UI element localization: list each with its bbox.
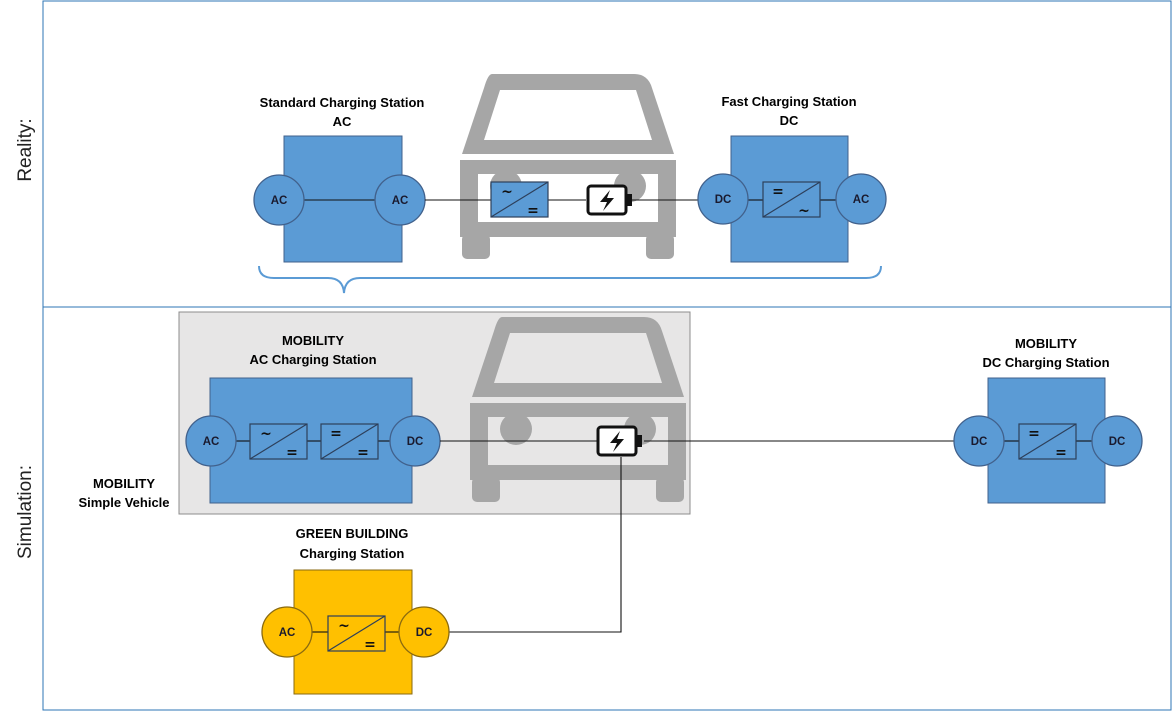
- green-ac-in: [261, 606, 313, 658]
- fast-station-subtitle: DC: [780, 113, 799, 128]
- svg-text:DC: DC: [971, 436, 988, 448]
- svg-text:=: =: [364, 637, 376, 653]
- svg-text:DC: DC: [715, 194, 732, 206]
- green-subtitle: Charging Station: [300, 546, 405, 561]
- svg-text:AC: AC: [279, 627, 296, 639]
- svg-text:=: =: [1055, 445, 1067, 461]
- mob-dc-subtitle: DC Charging Station: [982, 355, 1109, 370]
- svg-text:AC: AC: [203, 436, 220, 448]
- svg-text:DC: DC: [416, 627, 433, 639]
- svg-text:=: =: [286, 445, 298, 461]
- svg-text:AC: AC: [271, 195, 288, 207]
- svg-text:DC: DC: [407, 436, 424, 448]
- svg-text:=: =: [330, 426, 342, 442]
- ac-dc-converter-icon: ~ =: [490, 181, 549, 219]
- dc-dc-converter-icon: = =: [1018, 423, 1077, 461]
- svg-text:~: ~: [798, 203, 810, 219]
- row-label-simulation: Simulation:: [15, 465, 36, 559]
- fast-station-dc-in: [697, 173, 749, 225]
- battery-charging-icon-sim: [596, 425, 644, 457]
- mob-dc-out: [1091, 415, 1143, 467]
- mob-ac-title: MOBILITY: [282, 333, 344, 348]
- ac-dc-converter-icon: ~ =: [327, 615, 386, 653]
- svg-text:=: =: [527, 203, 539, 219]
- dc-ac-converter-icon: = ~: [762, 181, 821, 219]
- mob-dc-title: MOBILITY: [1015, 336, 1077, 351]
- green-dc-out: [398, 606, 450, 658]
- fast-station-title: Fast Charging Station: [721, 94, 856, 109]
- svg-text:~: ~: [338, 618, 350, 634]
- svg-text:AC: AC: [392, 195, 409, 207]
- row-label-reality: Reality:: [15, 118, 36, 181]
- svg-text:=: =: [772, 184, 784, 200]
- svg-text:AC: AC: [853, 194, 870, 206]
- svg-text:~: ~: [501, 184, 513, 200]
- vehicle-title: MOBILITY: [93, 476, 155, 491]
- battery-charging-icon: [586, 184, 634, 216]
- std-station-ac-in: [253, 174, 305, 226]
- svg-text:DC: DC: [1109, 436, 1126, 448]
- vehicle-subtitle: Simple Vehicle: [78, 495, 169, 510]
- green-title: GREEN BUILDING: [296, 526, 409, 541]
- std-station-subtitle: AC: [333, 114, 352, 129]
- svg-text:=: =: [1028, 426, 1040, 442]
- std-station-title: Standard Charging Station: [260, 95, 425, 110]
- curly-brace: [258, 265, 882, 294]
- svg-text:~: ~: [260, 426, 272, 442]
- mob-dc-in: [953, 415, 1005, 467]
- mob-ac-in: [185, 415, 237, 467]
- fast-station-ac-out: [835, 173, 887, 225]
- svg-text:=: =: [357, 445, 369, 461]
- dc-dc-converter-icon: = =: [320, 423, 379, 461]
- mob-ac-subtitle: AC Charging Station: [249, 352, 376, 367]
- ac-dc-converter-icon: ~ =: [249, 423, 308, 461]
